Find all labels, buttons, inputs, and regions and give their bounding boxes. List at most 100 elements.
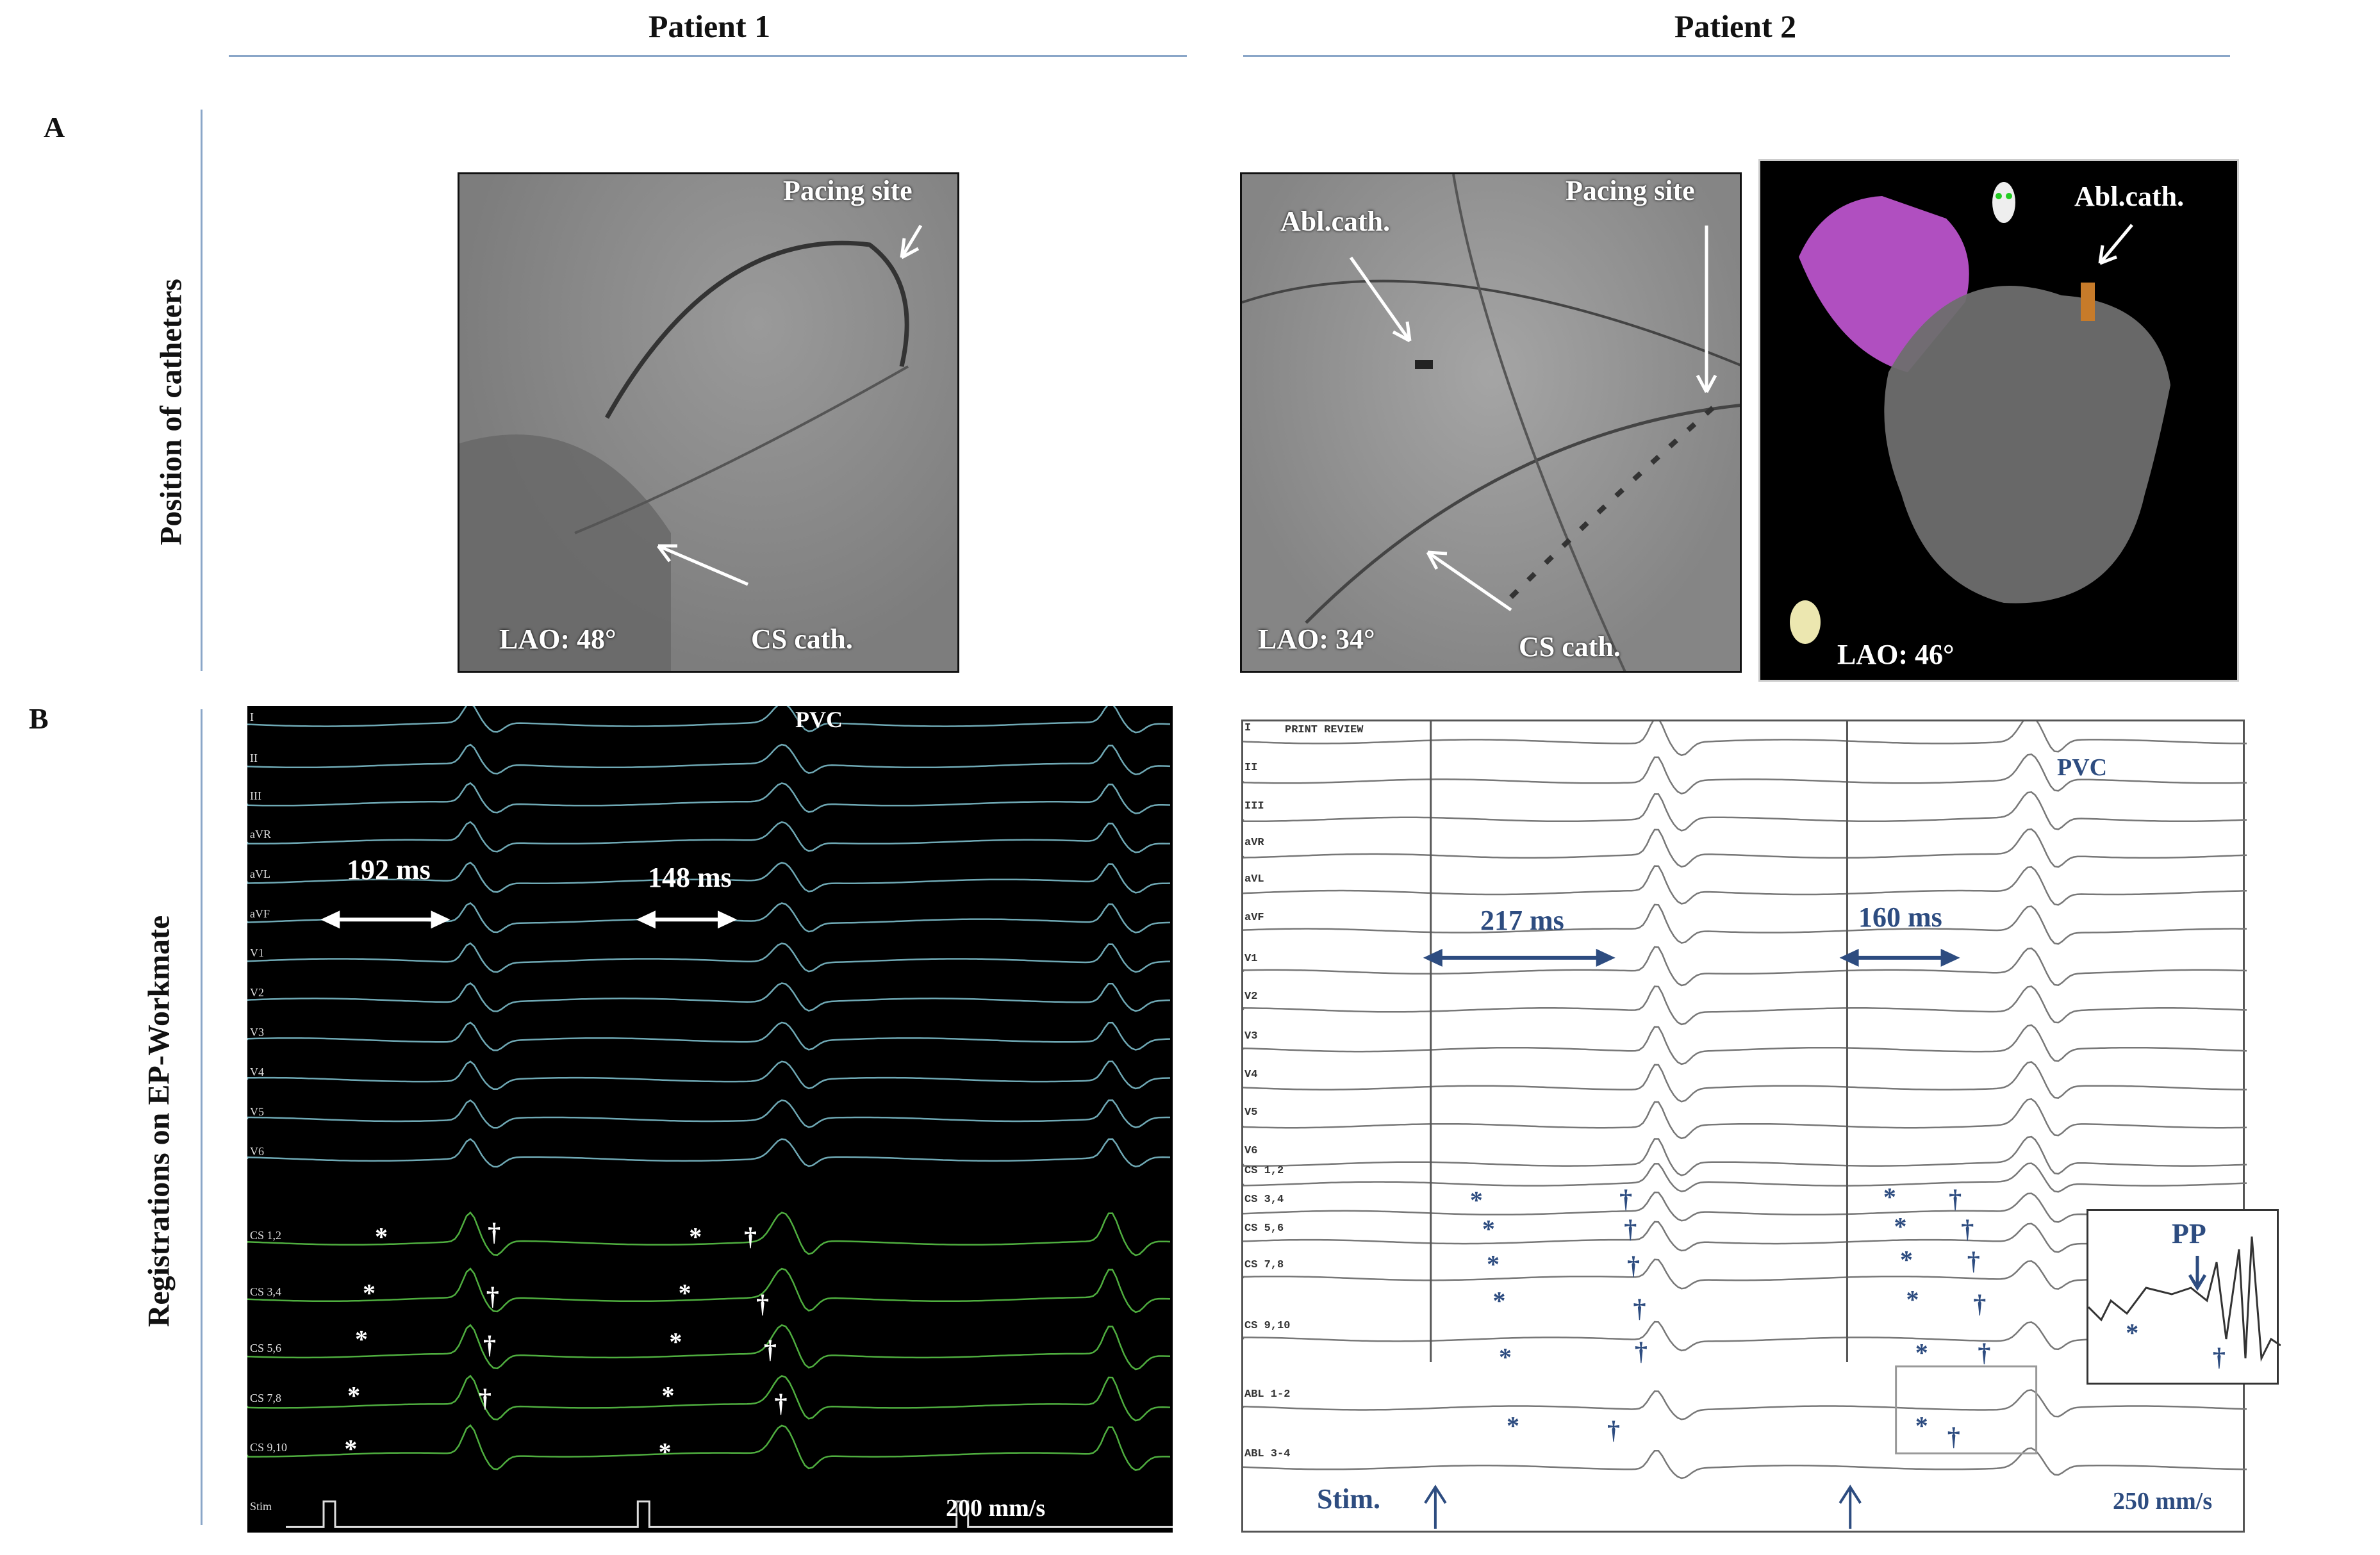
- dagger-marker: †: [1626, 1251, 1640, 1280]
- dagger-marker: †: [1619, 1184, 1633, 1214]
- panel-b-title: Registrations on EP-Workmate: [142, 915, 176, 1328]
- dagger-marker: †: [1967, 1246, 1980, 1276]
- lead-label-V4: V4: [1244, 1068, 1258, 1081]
- dagger-marker: †: [488, 1217, 501, 1247]
- lead-label-III: III: [250, 789, 261, 803]
- patient2-3d-map: Abl.cath. LAO: 46°: [1758, 159, 2239, 682]
- patient1-header: Patient 1: [648, 8, 771, 44]
- cs-cath-label: CS cath.: [751, 623, 853, 655]
- asterisk-marker: *: [1900, 1245, 1913, 1274]
- asterisk-marker: *: [678, 1278, 691, 1308]
- dagger-marker: †: [1624, 1214, 1637, 1244]
- panel-a-divider: [201, 110, 202, 671]
- dagger-marker: †: [1978, 1338, 1991, 1367]
- asterisk-marker: *: [1492, 1286, 1506, 1315]
- lead-trace: [247, 1324, 1171, 1370]
- asterisk-marker: *: [1906, 1285, 1919, 1314]
- lead-trace: [247, 1099, 1170, 1129]
- interval-2-arrow: [1839, 948, 1960, 967]
- lead-label-CS34: CS 3,4: [1244, 1193, 1284, 1206]
- lead-trace: [247, 1138, 1171, 1168]
- stim-trace: [286, 1500, 1173, 1528]
- asterisk-marker: *: [344, 1434, 358, 1463]
- lead-trace: [1243, 828, 2247, 868]
- dagger-marker: †: [486, 1281, 499, 1311]
- abl-cath-label: Abl.cath.: [2074, 181, 2185, 212]
- asterisk-marker: *: [347, 1381, 361, 1410]
- lead-label-Stim: Stim: [250, 1500, 272, 1513]
- lead-trace: [1243, 753, 2247, 795]
- asterisk-marker: *: [661, 1381, 675, 1410]
- dagger-marker: †: [774, 1388, 788, 1418]
- dagger-marker: †: [1961, 1214, 1974, 1244]
- pp-label: PP: [2172, 1218, 2206, 1249]
- lead-label-aVF: aVF: [250, 907, 270, 920]
- lead-trace: [1243, 1258, 2247, 1290]
- panel-a-letter: A: [44, 111, 65, 144]
- interval-2-label: 148 ms: [648, 862, 732, 893]
- cs-cath-label: CS cath.: [1519, 631, 1621, 662]
- lead-label-CS910: CS 9,10: [1244, 1320, 1291, 1333]
- inset-trace: [2088, 1236, 2281, 1362]
- lead-trace: [247, 1424, 1171, 1471]
- asterisk-marker: *: [1894, 1212, 1907, 1241]
- lead-label-CS34: CS 3,4: [250, 1285, 282, 1298]
- paper-speed-label: 200 mm/s: [946, 1495, 1046, 1522]
- 3d-map-drawing: [1790, 182, 2170, 644]
- lead-label-V5: V5: [250, 1105, 264, 1118]
- lead-label-CS56: CS 5,6: [1244, 1222, 1284, 1235]
- lead-trace: [1243, 1191, 2247, 1223]
- zoom-inset: PP: [2087, 1209, 2281, 1385]
- lead-trace: [247, 782, 1171, 814]
- view-angle-label: LAO: 46°: [1837, 639, 1954, 670]
- panel-b-divider: [201, 709, 202, 1525]
- lead-trace: [247, 861, 1171, 894]
- lead-trace: [247, 1060, 1171, 1090]
- asterisk-marker: *: [375, 1222, 388, 1251]
- lead-label-CS12: CS 1,2: [1244, 1164, 1284, 1177]
- dagger-marker: †: [1607, 1415, 1621, 1445]
- lead-trace: [247, 1374, 1171, 1422]
- lead-trace: [1243, 985, 2247, 1026]
- patient2-ecg-recording: PRINT REVIEW PVC 217 ms 160 ms Stim. 250…: [1241, 720, 2247, 1533]
- dagger-marker: †: [756, 1289, 769, 1319]
- lead-label-CS56: CS 5,6: [250, 1341, 282, 1354]
- lead-label-V2: V2: [1244, 991, 1258, 1003]
- dagger-marker: †: [1633, 1294, 1646, 1323]
- patient1-divider: [229, 55, 1187, 57]
- lead-trace: [1243, 1135, 2247, 1176]
- asterisk-marker: *: [2126, 1318, 2139, 1347]
- lead-trace: [247, 1021, 1171, 1051]
- lead-label-II: II: [1244, 762, 1258, 775]
- lead-trace: [1243, 1447, 2247, 1479]
- dagger-marker: †: [1973, 1289, 1987, 1319]
- lead-trace: [1243, 1321, 2247, 1352]
- lead-label-aVL: aVL: [250, 867, 270, 880]
- view-angle-label: LAO: 48°: [499, 623, 616, 655]
- lead-label-I: I: [250, 710, 254, 723]
- dagger-marker: †: [478, 1383, 492, 1413]
- lead-trace: [1243, 865, 2247, 906]
- lead-trace: [247, 743, 1171, 775]
- patient2-header: Patient 2: [1674, 8, 1797, 44]
- lead-label-CS910: CS 9,10: [250, 1440, 288, 1454]
- patient2-fluoroscopy-image: Abl.cath. Pacing site CS cath. LAO: 34°: [1240, 172, 1742, 673]
- dagger-marker: †: [1634, 1337, 1648, 1366]
- lead-label-CS78: CS 7,8: [1244, 1259, 1284, 1272]
- lead-trace: [247, 1267, 1171, 1313]
- asterisk-marker: *: [1469, 1185, 1483, 1215]
- interval-2-label: 160 ms: [1858, 901, 1942, 933]
- lead-trace: [1243, 1221, 2247, 1253]
- patient2-ecg-traces: [1243, 721, 2247, 1529]
- lead-trace: [247, 942, 1171, 973]
- lead-label-V2: V2: [250, 986, 264, 1000]
- pvc-label: PVC: [2057, 754, 2108, 781]
- lead-label-aVR: aVR: [250, 827, 271, 841]
- lead-trace: [1243, 1061, 2247, 1103]
- lead-label-I: I: [1244, 722, 1252, 735]
- asterisk-marker: *: [355, 1324, 368, 1354]
- lead-trace: [247, 1211, 1171, 1256]
- patient1-ecg-traces: [247, 706, 1173, 1528]
- lead-label-aVR: aVR: [1244, 836, 1264, 849]
